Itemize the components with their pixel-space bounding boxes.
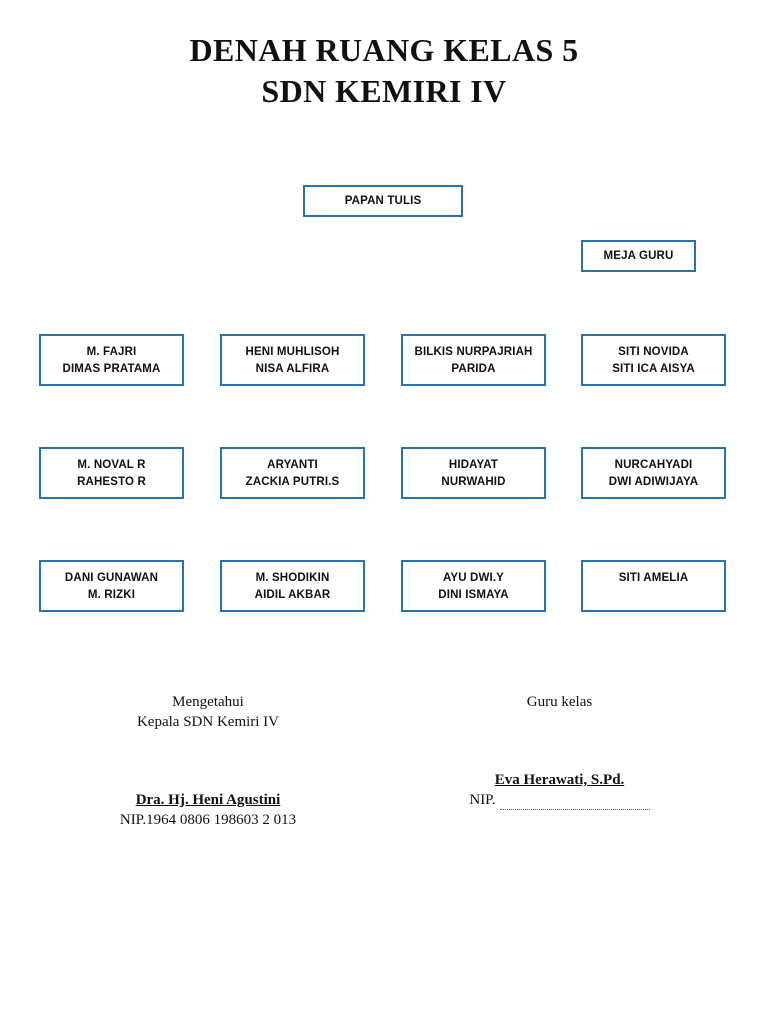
signature-role-line-2: Kepala SDN Kemiri IV [136, 714, 280, 730]
signature-block-teacher: Guru kelas Eva Herawati, S.Pd. NIP. [437, 692, 682, 810]
signature-nip: NIP.1964 0806 198603 2 013 [119, 812, 297, 828]
desk-name-line-2: RAHESTO R [77, 476, 146, 488]
desk-name-line-1: ARYANTI [267, 459, 318, 471]
desk-name-line-1: BILKIS NURPAJRIAH [414, 346, 533, 358]
desk-name-line-1: NURCAHYADI [614, 459, 693, 471]
desk-name-line-1: M. SHODIKIN [255, 572, 330, 584]
desk-name-line-2: SITI ICA AISYA [612, 363, 695, 375]
desk-name-line-1: AYU DWI.Y [443, 572, 504, 584]
desk-name-line-2: NURWAHID [441, 476, 506, 488]
signature-name-wrap: Dra. Hj. Heni Agustini NIP.1964 0806 198… [83, 790, 333, 830]
desk-name-line-1: M. FAJRI [86, 346, 137, 358]
desk-name-line-1: DANI GUNAWAN [64, 572, 159, 584]
meja-guru-label: MEJA GURU [603, 249, 674, 262]
desk-box: AYU DWI.Y DINI ISMAYA [401, 560, 546, 612]
desk-name-line-2: NISA ALFIRA [255, 363, 330, 375]
desk-box: HIDAYAT NURWAHID [401, 447, 546, 499]
desk-box: SITI NOVIDA SITI ICA AISYA [581, 334, 726, 386]
desk-box: M. FAJRI DIMAS PRATAMA [39, 334, 184, 386]
papan-tulis-label: PAPAN TULIS [344, 194, 422, 207]
papan-tulis-box: PAPAN TULIS [303, 185, 463, 217]
desk-box: HENI MUHLISOH NISA ALFIRA [220, 334, 365, 386]
dotted-line [499, 796, 650, 810]
desk-name-line-2: M. RIZKI [87, 589, 136, 601]
signature-name-wrap: Eva Herawati, S.Pd. NIP. [437, 770, 682, 810]
meja-guru-box: MEJA GURU [581, 240, 696, 272]
signature-role-line-1: Mengetahui [172, 694, 244, 710]
desk-box: NURCAHYADI DWI ADIWIJAYA [581, 447, 726, 499]
desk-name-line-2: ZACKIA PUTRI.S [245, 476, 340, 488]
desk-box: SITI AMELIA [581, 560, 726, 612]
desk-name-line-2: AIDIL AKBAR [254, 589, 331, 601]
page-title: DENAH RUANG KELAS 5 SDN KEMIRI IV [0, 30, 768, 112]
desk-name-line-2: DIMAS PRATAMA [62, 363, 161, 375]
signature-name: Eva Herawati, S.Pd. [494, 772, 625, 788]
signature-nip-blank: NIP. [437, 790, 682, 810]
desk-name-line-1: SITI NOVIDA [618, 346, 689, 358]
desk-box: M. NOVAL R RAHESTO R [39, 447, 184, 499]
title-line-1: DENAH RUANG KELAS 5 [189, 32, 579, 68]
desk-box: DANI GUNAWAN M. RIZKI [39, 560, 184, 612]
desk-name-line-2: PARIDA [451, 363, 496, 375]
desk-box: M. SHODIKIN AIDIL AKBAR [220, 560, 365, 612]
title-line-2: SDN KEMIRI IV [261, 73, 507, 109]
desk-name-line-1: HENI MUHLISOH [245, 346, 340, 358]
signature-role-line-1: Guru kelas [526, 694, 593, 710]
signature-block-principal: Mengetahui Kepala SDN Kemiri IV Dra. Hj.… [83, 692, 333, 830]
desk-name-line-1: SITI AMELIA [618, 572, 689, 584]
desk-name-line-1: HIDAYAT [448, 459, 499, 471]
desk-box: ARYANTI ZACKIA PUTRI.S [220, 447, 365, 499]
desk-box: BILKIS NURPAJRIAH PARIDA [401, 334, 546, 386]
signature-name: Dra. Hj. Heni Agustini [135, 792, 281, 808]
signature-nip-label: NIP. [469, 792, 496, 808]
desk-name-line-2: DWI ADIWIJAYA [608, 476, 699, 488]
desk-name-line-2: DINI ISMAYA [438, 589, 509, 601]
desk-name-line-1: M. NOVAL R [77, 459, 146, 471]
